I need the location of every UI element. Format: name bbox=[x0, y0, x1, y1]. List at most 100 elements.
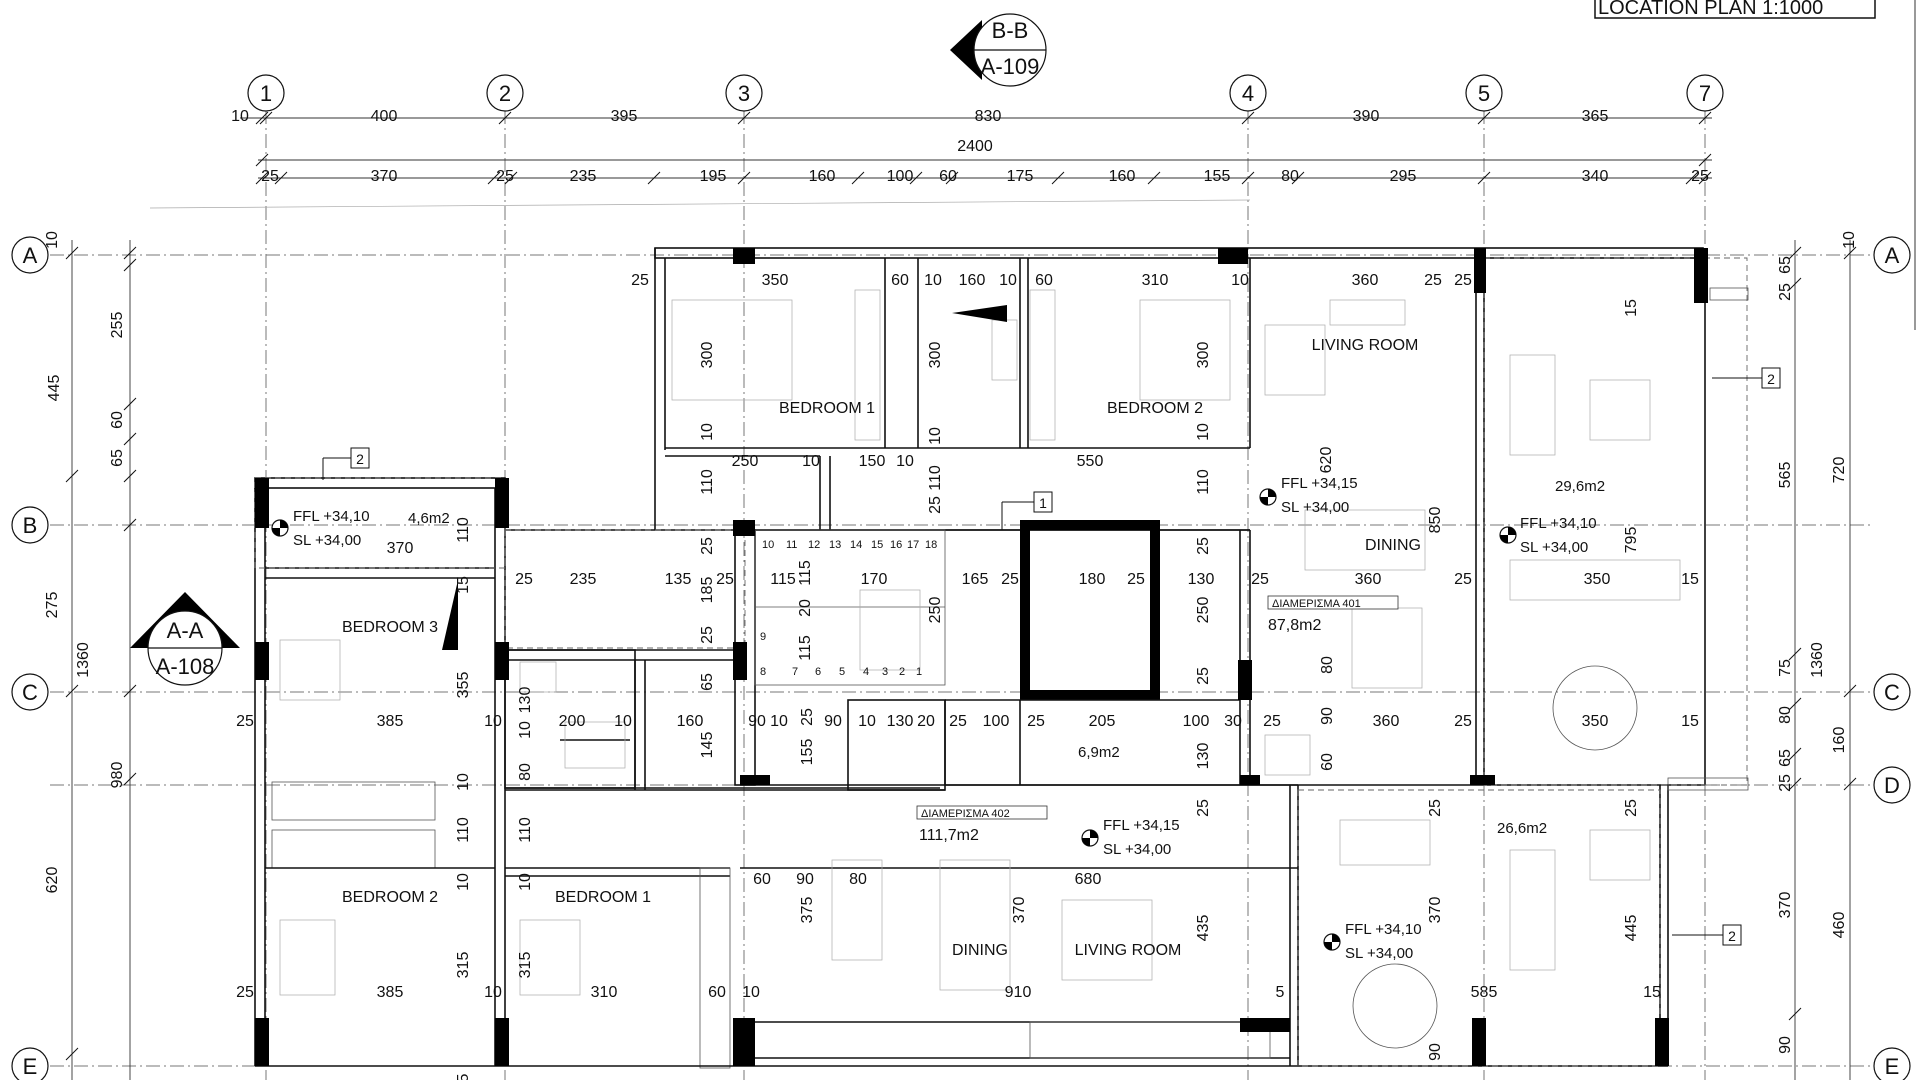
svg-text:SL +34,00: SL +34,00 bbox=[293, 532, 361, 549]
svg-text:250: 250 bbox=[927, 597, 944, 624]
grid-bubble-d-right: D bbox=[1873, 766, 1911, 804]
svg-text:250: 250 bbox=[732, 453, 759, 470]
svg-text:435: 435 bbox=[1195, 915, 1212, 942]
svg-text:115: 115 bbox=[770, 571, 796, 588]
svg-text:175: 175 bbox=[1007, 168, 1034, 185]
svg-text:65: 65 bbox=[699, 673, 716, 691]
area-labels: 4,6m2 29,6m2 6,9m2 26,6m2 bbox=[408, 478, 1605, 837]
svg-text:10: 10 bbox=[742, 984, 760, 1001]
svg-text:2: 2 bbox=[899, 666, 905, 678]
svg-text:300: 300 bbox=[1195, 342, 1212, 369]
svg-text:360: 360 bbox=[1355, 571, 1382, 588]
section-marker-aa: A-A A-108 bbox=[130, 592, 240, 686]
svg-text:29,6m2: 29,6m2 bbox=[1555, 478, 1605, 495]
svg-text:ΔΙΑΜΕΡΙΣΜΑ 402: ΔΙΑΜΕΡΙΣΜΑ 402 bbox=[921, 808, 1010, 820]
svg-text:12: 12 bbox=[808, 539, 820, 551]
svg-text:5: 5 bbox=[455, 1073, 472, 1080]
svg-text:6: 6 bbox=[815, 666, 821, 678]
svg-text:135: 135 bbox=[665, 571, 692, 588]
svg-text:25: 25 bbox=[236, 713, 254, 730]
svg-text:360: 360 bbox=[1352, 272, 1379, 289]
grid-bubble-e-left: E bbox=[11, 1047, 49, 1085]
svg-text:910: 910 bbox=[1005, 984, 1032, 1001]
svg-text:SL +34,00: SL +34,00 bbox=[1281, 499, 1349, 516]
svg-text:8: 8 bbox=[760, 666, 766, 678]
grid-bubble-4: 4 bbox=[1229, 74, 1267, 112]
svg-text:60: 60 bbox=[1035, 272, 1053, 289]
svg-text:360: 360 bbox=[1373, 713, 1400, 730]
svg-text:130: 130 bbox=[1195, 743, 1212, 770]
svg-text:11: 11 bbox=[786, 539, 797, 551]
svg-text:DINING: DINING bbox=[952, 942, 1008, 959]
svg-text:25: 25 bbox=[1691, 168, 1709, 185]
svg-text:20: 20 bbox=[797, 599, 814, 617]
svg-text:25: 25 bbox=[699, 537, 716, 555]
svg-text:370: 370 bbox=[1777, 892, 1794, 919]
grid-bubble-c-right: C bbox=[1873, 673, 1911, 711]
svg-text:LOCATION PLAN 1:1000: LOCATION PLAN 1:1000 bbox=[1598, 0, 1823, 19]
svg-text:10: 10 bbox=[770, 713, 788, 730]
svg-text:1360: 1360 bbox=[1809, 642, 1826, 678]
svg-text:7: 7 bbox=[792, 666, 798, 678]
svg-text:110: 110 bbox=[517, 817, 534, 843]
svg-text:DINING: DINING bbox=[1365, 537, 1421, 554]
svg-text:3: 3 bbox=[882, 666, 888, 678]
svg-text:87,8m2: 87,8m2 bbox=[1268, 617, 1321, 634]
svg-text:25: 25 bbox=[1454, 713, 1472, 730]
svg-text:400: 400 bbox=[371, 108, 398, 125]
svg-text:15: 15 bbox=[1681, 571, 1699, 588]
tag-2-right-top: 2 bbox=[1712, 367, 1781, 389]
svg-text:9: 9 bbox=[760, 631, 766, 643]
svg-text:130: 130 bbox=[1188, 571, 1215, 588]
svg-text:D: D bbox=[1884, 773, 1900, 798]
svg-text:275: 275 bbox=[44, 592, 61, 619]
svg-text:830: 830 bbox=[975, 108, 1002, 125]
svg-text:5: 5 bbox=[1478, 81, 1490, 106]
room-labels: BEDROOM 1 BEDROOM 2 LIVING ROOM DINING B… bbox=[342, 337, 1421, 959]
furniture-fixtures bbox=[279, 289, 1681, 1049]
level-marker-veranda-bottom: FFL +34,10 SL +34,00 bbox=[1323, 921, 1422, 962]
svg-text:4,6m2: 4,6m2 bbox=[408, 510, 450, 527]
svg-text:10: 10 bbox=[455, 873, 472, 891]
svg-text:60: 60 bbox=[109, 411, 126, 429]
apartment-labels: ΔΙΑΜΕΡΙΣΜΑ 401 87,8m2 ΔΙΑΜΕΡΙΣΜΑ 402 111… bbox=[916, 595, 1399, 844]
svg-text:100: 100 bbox=[887, 168, 914, 185]
svg-text:25: 25 bbox=[1127, 571, 1145, 588]
svg-text:60: 60 bbox=[891, 272, 909, 289]
svg-text:10: 10 bbox=[924, 272, 942, 289]
svg-text:160: 160 bbox=[1109, 168, 1136, 185]
svg-text:25: 25 bbox=[261, 168, 279, 185]
svg-text:395: 395 bbox=[611, 108, 638, 125]
grid-bubble-2: 2 bbox=[486, 74, 524, 112]
svg-text:7: 7 bbox=[1699, 81, 1711, 106]
svg-text:235: 235 bbox=[570, 168, 597, 185]
svg-text:365: 365 bbox=[1582, 108, 1609, 125]
svg-text:25: 25 bbox=[1027, 713, 1045, 730]
svg-text:10: 10 bbox=[999, 272, 1017, 289]
svg-text:130: 130 bbox=[517, 687, 534, 714]
top-dimension-chains: 10 400 395 830 390 365 2400 25 370 25 23… bbox=[231, 108, 1712, 185]
svg-text:14: 14 bbox=[850, 539, 862, 551]
section-marker-bb: B-B A-109 bbox=[950, 13, 1047, 87]
svg-text:4: 4 bbox=[863, 666, 869, 678]
svg-text:26,6m2: 26,6m2 bbox=[1497, 820, 1547, 837]
svg-text:25: 25 bbox=[1195, 667, 1212, 685]
svg-text:25: 25 bbox=[1427, 799, 1444, 817]
level-marker-veranda-top: FFL +34,10 SL +34,00 bbox=[1499, 515, 1597, 556]
svg-text:25: 25 bbox=[1454, 272, 1472, 289]
svg-text:15: 15 bbox=[1681, 713, 1699, 730]
svg-text:25: 25 bbox=[1454, 571, 1472, 588]
svg-text:25: 25 bbox=[236, 984, 254, 1001]
svg-text:200: 200 bbox=[559, 713, 586, 730]
svg-text:90: 90 bbox=[1427, 1043, 1444, 1061]
svg-text:180: 180 bbox=[1079, 571, 1106, 588]
svg-text:10: 10 bbox=[231, 108, 249, 125]
svg-text:25: 25 bbox=[1195, 537, 1212, 555]
svg-text:25: 25 bbox=[1263, 713, 1281, 730]
svg-text:2: 2 bbox=[1767, 371, 1775, 387]
door-direction-arrows bbox=[442, 305, 1007, 650]
svg-text:10: 10 bbox=[1841, 231, 1858, 249]
svg-text:15: 15 bbox=[1643, 984, 1661, 1001]
svg-text:315: 315 bbox=[455, 952, 472, 979]
